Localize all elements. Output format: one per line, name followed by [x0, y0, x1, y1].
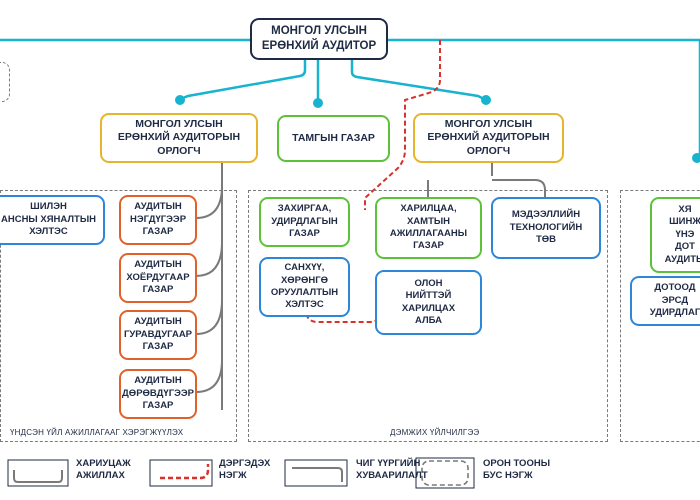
auditor-general-box: МОНГОЛ УЛСЫН ЕРӨНХИЙ АУДИТОР — [250, 18, 388, 60]
audit-dept-1-box: АУДИТЫН НЭГДҮГЭЭР ГАЗАР — [119, 195, 197, 245]
gray-branch-3 — [195, 299, 223, 335]
audit-dept-2-box: АУДИТЫН ХОЁРДУГААР ГАЗАР — [119, 253, 197, 303]
cyan-node-edge — [692, 153, 700, 163]
offscreen-nonstaff-box — [0, 62, 10, 102]
legend-subordinate-label: ДЭРГЭДЭХ НЭГЖ — [219, 458, 271, 481]
cyan-node-center — [313, 98, 323, 108]
cyan-line-to-deputy-left — [177, 60, 307, 102]
deputy-left-box: МОНГОЛ УЛСЫН ЕРӨНХИЙ АУДИТОРЫН ОРЛОГЧ — [100, 113, 258, 163]
legend-nonstaff-frame — [415, 457, 475, 489]
legend-direct-symbol — [292, 467, 343, 482]
legend-reporting-label: ХАРИУЦАЖ АЖИЛЛАХ — [76, 458, 131, 481]
legend-reporting-frame — [7, 459, 69, 487]
support-region — [248, 190, 608, 442]
cooperation-box: ХАРИЛЦАА, ХАМТЫН АЖИЛЛАГААНЫ ГАЗАР — [375, 197, 482, 259]
support-region-label: ДЭМЖИХ ҮЙЛЧИЛГЭЭ — [390, 428, 480, 437]
core-region-label: ҮНДСЭН ҮЙЛ АЖИЛЛАГААГ ХЭРЭГЖҮҮЛЭХ — [10, 428, 184, 437]
admin-box: ЗАХИРГАА, УДИРДЛАГЫН ГАЗАР — [259, 197, 350, 247]
legend-direct-frame — [284, 459, 348, 487]
it-center-box: МЭДЭЭЛЛИЙН ТЕХНОЛОГИЙН ТӨВ — [491, 197, 601, 259]
cyan-node-right — [481, 95, 491, 105]
legend-symbols — [7, 457, 475, 489]
cyan-line-to-deputy-right — [350, 60, 487, 102]
audit-dept-3-box: АУДИТЫН ГУРАВДУГААР ГАЗАР — [119, 310, 197, 360]
gray-line-to-it — [492, 179, 546, 197]
deputy-right-box: МОНГОЛ УЛСЫН ЕРӨНХИЙ АУДИТОРЫН ОРЛОГЧ — [413, 113, 564, 163]
right-edge-box-1: ХЯ ШИНЖ ҮНЭ ДОТ АУДИТЫ — [650, 197, 700, 273]
legend-subordinate-frame — [149, 459, 213, 487]
public-relations-box: ОЛОН НИЙТТЭЙ ХАРИЛЦАХ АЛБА — [375, 270, 482, 335]
core-operations-region — [0, 190, 237, 442]
legend-subordinate-symbol — [160, 464, 210, 480]
legend-nonstaff-label: ОРОН ТООНЫ БУС НЭГЖ — [483, 458, 550, 481]
specialist-audit-box: ШИЛЭН АНСНЫ ХЯНАЛТЫН ХЭЛТЭС — [0, 195, 105, 245]
cyan-node-left — [175, 95, 185, 105]
gray-branch-2 — [195, 241, 223, 277]
legend-direct-label: ЧИГ ҮҮРГИЙН ХУВААРИЛАЛТ — [356, 458, 428, 481]
finance-box: САНХҮҮ, ХӨРӨНГӨ ОРУУЛАЛТЫН ХЭЛТЭС — [259, 257, 350, 317]
legend-reporting-symbol — [13, 470, 63, 483]
red-dash-top — [364, 40, 441, 210]
audit-dept-4-box: АУДИТЫН ДӨРӨВДҮГЭЭР ГАЗАР — [119, 369, 197, 419]
right-edge-region — [620, 190, 700, 442]
gray-branch-1 — [195, 185, 223, 219]
legend-nonstaff-symbol — [421, 460, 469, 486]
gray-branch-4 — [195, 359, 223, 393]
secretariat-box: ТАМГЫН ГАЗАР — [277, 115, 390, 162]
right-edge-box-2: ДОТООД ЭРСД УДИРДЛАГ — [630, 276, 700, 326]
